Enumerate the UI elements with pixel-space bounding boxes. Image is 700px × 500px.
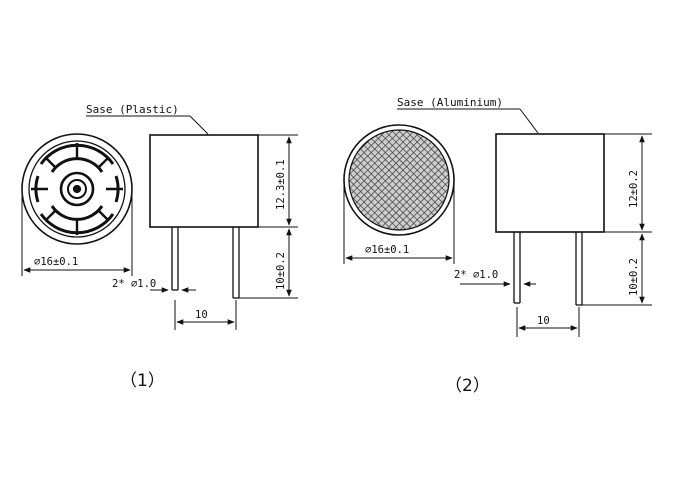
body-height-label-aluminium: 12±0.2 bbox=[628, 170, 640, 208]
caption-figure-1: （1） bbox=[120, 371, 165, 391]
plastic-front-view bbox=[21, 133, 133, 245]
case-label-aluminium: Sase (Aluminium) bbox=[397, 96, 503, 109]
pin-spacing-label-aluminium: 10 bbox=[537, 315, 550, 327]
diameter-label-aluminium: ⌀16±0.1 bbox=[365, 244, 409, 256]
plastic-side-view bbox=[149, 134, 259, 299]
pin-height-label-aluminium: 10±0.2 bbox=[628, 258, 640, 296]
pin-diameter-label-plastic: 2* ⌀1.0 bbox=[112, 278, 156, 290]
pin-height-label-plastic: 10±0.2 bbox=[275, 252, 287, 290]
aluminium-side-view bbox=[495, 133, 605, 306]
pin-diameter-label-aluminium: 2* ⌀1.0 bbox=[454, 269, 498, 281]
pin-spacing-label-plastic: 10 bbox=[195, 309, 208, 321]
diameter-label-plastic: ⌀16±0.1 bbox=[34, 256, 78, 268]
body-height-label-plastic: 12.3±0.1 bbox=[275, 159, 287, 210]
case-label-plastic: Sase (Plastic) bbox=[86, 103, 179, 116]
caption-figure-2: （2） bbox=[445, 376, 490, 396]
figure-aluminium bbox=[343, 108, 652, 337]
aluminium-front-view bbox=[343, 124, 455, 236]
figure-plastic bbox=[21, 115, 298, 330]
